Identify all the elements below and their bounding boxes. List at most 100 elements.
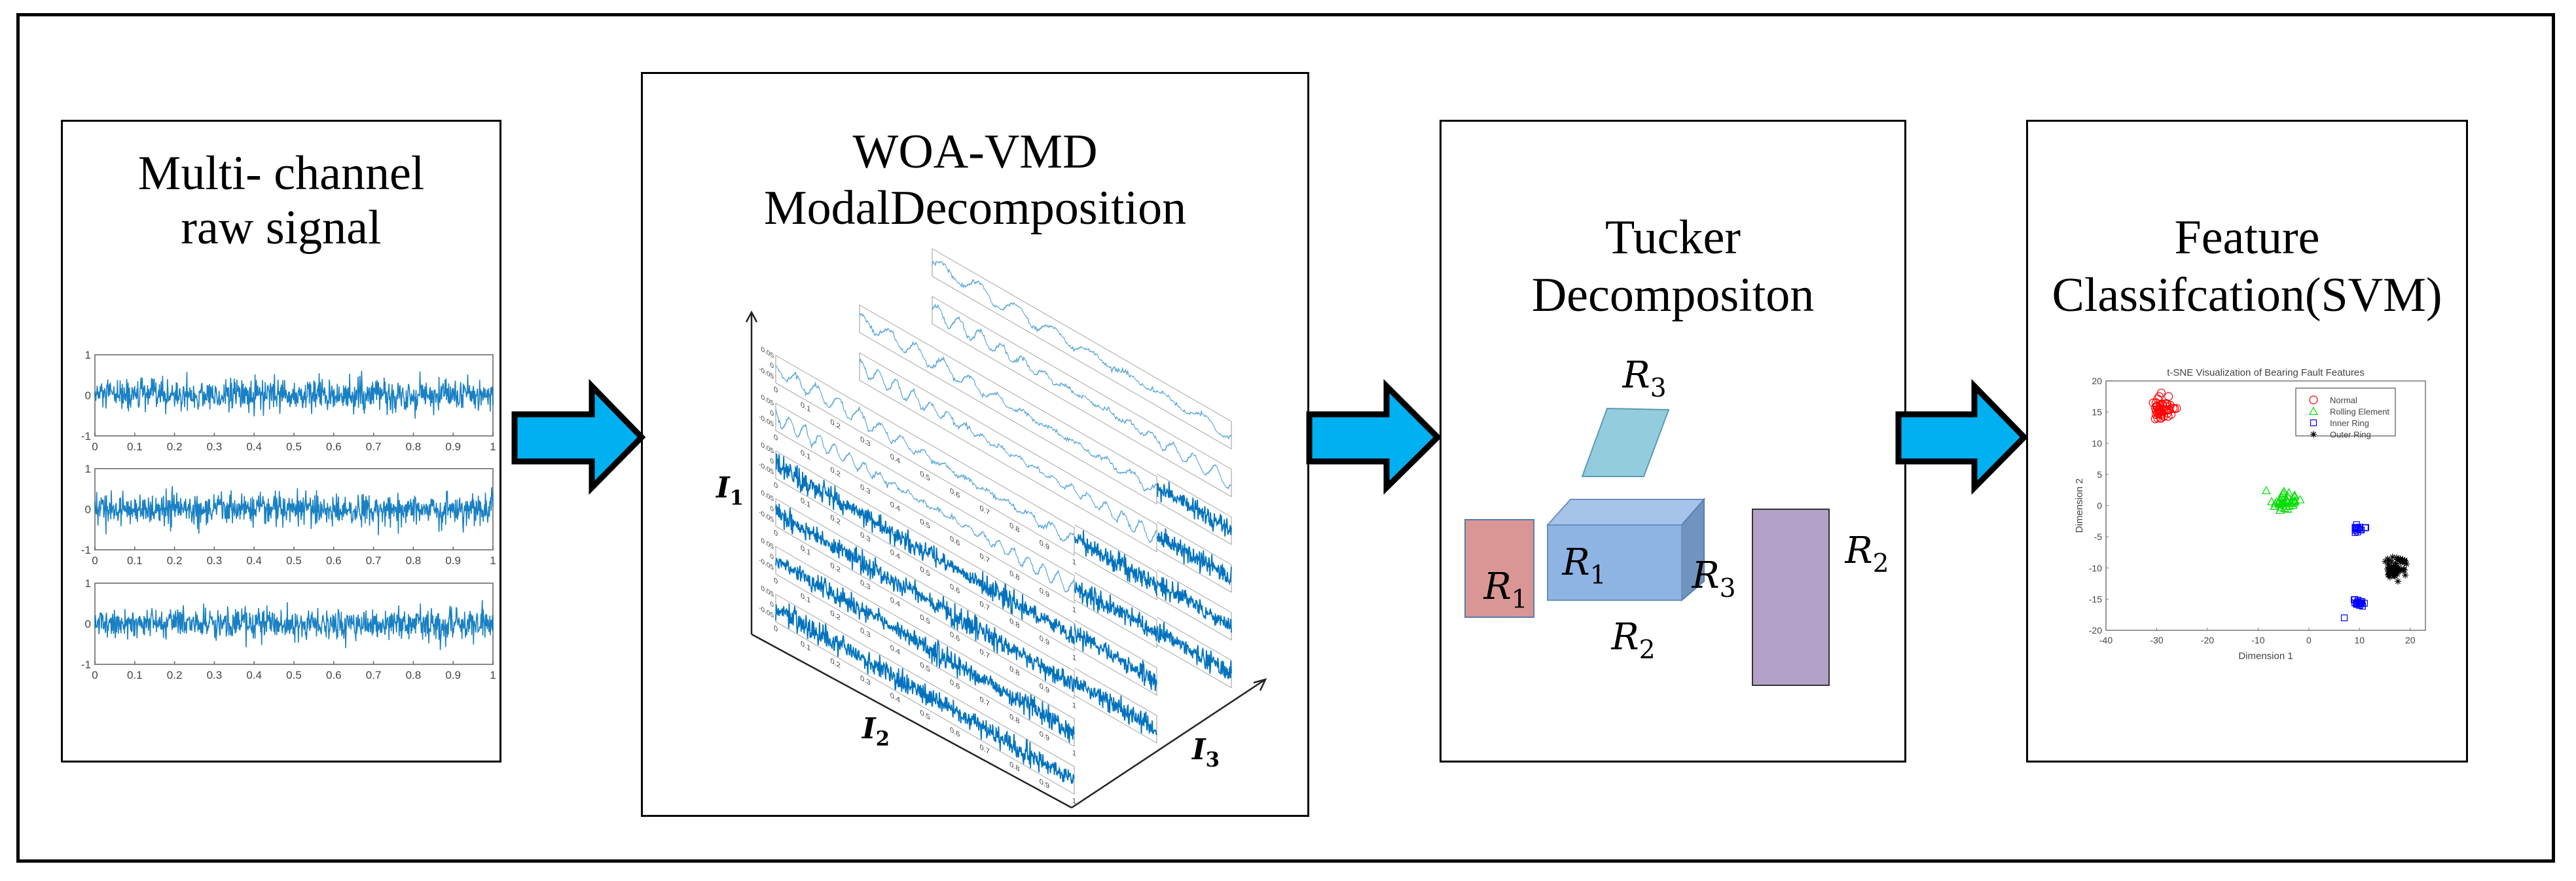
panel-title-line: WOA-VMD — [852, 125, 1098, 179]
y-tick-label: 5 — [2097, 469, 2102, 480]
y-tick-label: 0 — [85, 389, 91, 402]
mode-y-tick-label: 0 — [770, 457, 774, 466]
mode-y-tick-label: 0.05 — [761, 584, 774, 599]
y-tick-label: 10 — [2092, 438, 2102, 448]
asterisk-stroke — [2397, 556, 2403, 562]
mode-y-tick-label: 0.05 — [761, 489, 774, 503]
scatter-point — [2172, 404, 2181, 413]
y-tick-label: 20 — [2092, 376, 2102, 386]
mode-x-tick-label: 0 — [774, 623, 778, 634]
x-tick-label: 0.8 — [406, 554, 422, 567]
x-tick-label: 0.9 — [445, 669, 461, 681]
scatter-point — [2340, 614, 2348, 622]
factor-matrix-1 — [1464, 519, 1534, 618]
asterisk-stroke — [2311, 431, 2316, 437]
x-tick-label: -20 — [2201, 635, 2214, 645]
legend-label: Normal — [2330, 395, 2357, 405]
panel-title-line: raw signal — [181, 201, 382, 255]
mode-y-tick-label: 0 — [770, 552, 774, 562]
mode-x-tick-label: 0 — [774, 384, 778, 395]
mode-x-tick-label: 1 — [1072, 652, 1076, 663]
x-tick-label: 0.7 — [366, 440, 382, 453]
scatter-point — [2384, 560, 2391, 567]
x-tick-label: 0.2 — [167, 669, 183, 681]
scatter-point — [2357, 600, 2365, 607]
scatter-point — [2261, 486, 2271, 495]
scatter-point — [2283, 491, 2293, 500]
scatter-point — [2267, 497, 2277, 505]
legend-marker-icon — [2310, 419, 2317, 427]
mode-subplot-frame — [932, 248, 1232, 450]
asterisk-stroke — [2385, 561, 2391, 567]
axis-label-i2: I2 — [861, 712, 890, 751]
x-tick-label: 0.5 — [286, 669, 302, 681]
mode-y-tick-label: 0 — [770, 505, 774, 514]
scatter-point — [2394, 571, 2401, 578]
scatter-point — [2153, 394, 2162, 404]
y-tick-label: -1 — [81, 430, 91, 442]
scatter-point — [2289, 492, 2300, 501]
y-tick-label: 0 — [85, 618, 91, 630]
asterisk-stroke — [2389, 554, 2395, 560]
legend-marker-icon — [2309, 395, 2318, 405]
x-tick-label: 0.3 — [207, 554, 223, 567]
arrowhead-icon — [745, 310, 758, 323]
x-tick-label: 0.6 — [326, 440, 342, 453]
panel-title-line: Multi- channel — [137, 147, 425, 200]
scatter-point — [2274, 497, 2284, 507]
scatter-point — [2353, 600, 2360, 607]
scatter-point — [2154, 392, 2164, 401]
arrowhead-icon — [1253, 678, 1267, 691]
x-tick-label: 0.8 — [406, 440, 422, 453]
x-tick-label: 0.2 — [167, 440, 183, 453]
flow-arrows — [511, 378, 2029, 495]
mode-subplot-frame — [775, 403, 1075, 604]
chart-title: t-SNE Visualization of Bearing Fault Fea… — [2167, 367, 2365, 378]
mode-subplot-frame — [775, 355, 1075, 556]
flow-arrow-icon — [511, 378, 646, 495]
y-tick-label: 0 — [2097, 501, 2102, 511]
panel-title-line: ModalDecomposition — [763, 181, 1187, 235]
x-tick-label: 0 — [92, 669, 98, 681]
x-tick-label: -30 — [2150, 635, 2163, 645]
asterisk-stroke — [2387, 574, 2393, 580]
y-tick-label: -1 — [81, 544, 91, 556]
x-tick-label: 0.1 — [127, 669, 143, 681]
x-tick-label: 0.9 — [445, 554, 461, 567]
mode-x-tick-label: 0 — [774, 432, 778, 443]
scatter-point — [2290, 495, 2300, 504]
x-tick-label: 0.7 — [366, 669, 382, 681]
x-tick-label: -40 — [2099, 635, 2113, 645]
axis-i3 — [1071, 678, 1266, 809]
series-outer-ring — [2382, 554, 2410, 585]
x-tick-label: 0.1 — [127, 440, 143, 453]
mode-signal — [775, 408, 1075, 593]
mode-signal — [775, 503, 1075, 692]
y-tick-label: -10 — [2089, 563, 2102, 573]
mode-x-tick-label: 1 — [1072, 700, 1076, 711]
label-r2-factor: R2 — [1844, 530, 1889, 579]
outer-frame — [16, 13, 2555, 863]
tsne-chart: t-SNE Visualization of Bearing Fault Fea… — [2074, 367, 2426, 662]
scatter-point — [2277, 489, 2287, 497]
mode-x-tick-label: 1 — [1072, 556, 1076, 567]
y-tick-label: 15 — [2092, 407, 2102, 418]
mode-x-tick-label: 1 — [1072, 747, 1076, 759]
scatter-point — [2162, 400, 2172, 409]
mode-subplot-frame — [859, 352, 1157, 552]
x-tick-label: 0.5 — [286, 440, 302, 453]
mode-x-tick-label: 1 — [1072, 604, 1076, 615]
scatter-point — [2156, 409, 2166, 418]
scatter-point — [2392, 565, 2399, 572]
signal-trace — [94, 600, 494, 651]
label-r2-bottom: R2 — [1610, 616, 1655, 665]
x-tick-label: 0.7 — [366, 554, 382, 567]
x-tick-label: 0.4 — [246, 440, 262, 453]
scatter-point — [2354, 524, 2361, 531]
flow-arrow-icon — [1895, 378, 2029, 495]
